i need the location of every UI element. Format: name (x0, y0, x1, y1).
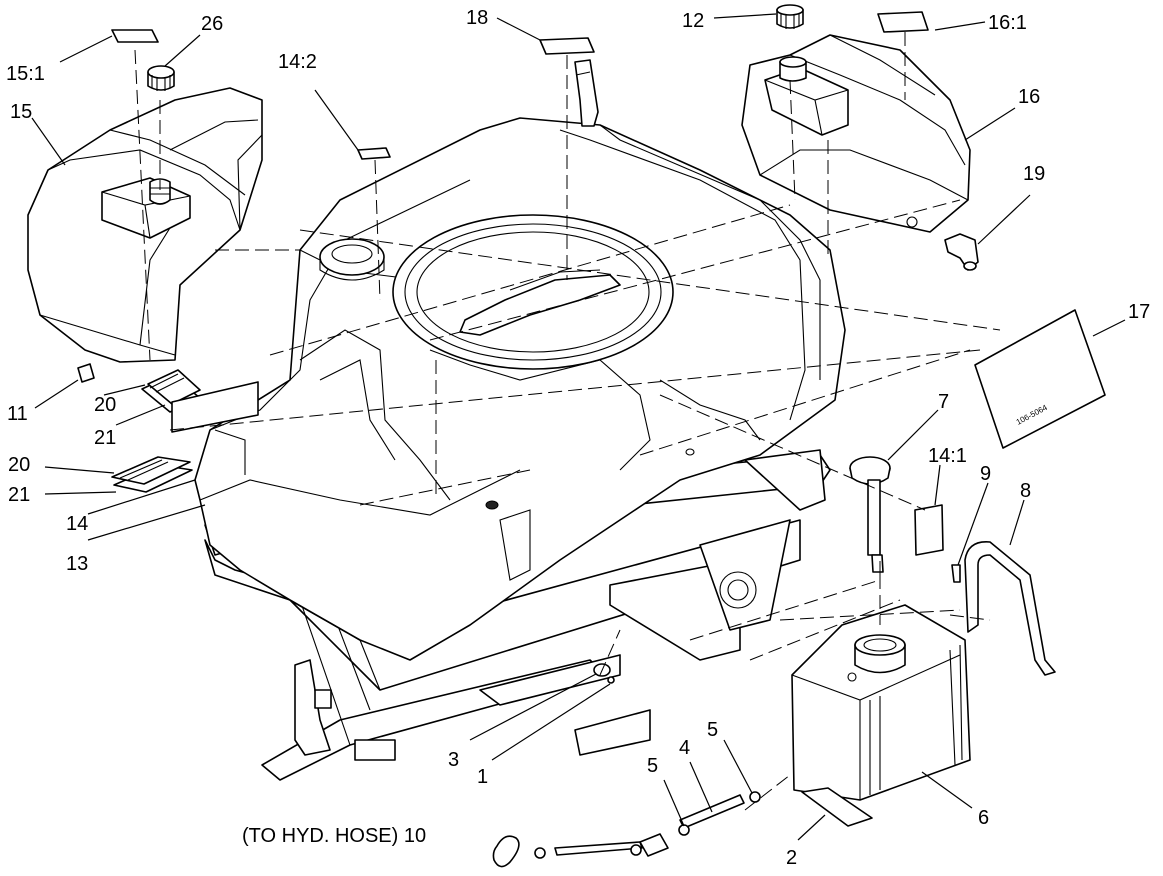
strap-8 (964, 541, 1056, 676)
callout-17: 17 (1128, 301, 1150, 323)
callout-11: 11 (7, 403, 28, 425)
callout-20-lower: 20 (8, 454, 30, 476)
leader-lines (31, 13, 1126, 841)
right-tank (741, 34, 971, 233)
callout-8: 8 (1020, 480, 1031, 502)
decal-14-1 (914, 504, 944, 556)
hydraulic-tank (791, 604, 971, 801)
dipstick-7 (849, 456, 891, 573)
hidden-lines (134, 32, 1001, 811)
pad-20-21-lower (111, 456, 193, 493)
pad-2 (801, 787, 873, 827)
callout-15: 15 (10, 101, 32, 123)
callout-19: 19 (1023, 163, 1045, 185)
callout-16: 16 (1018, 86, 1040, 108)
callout-7: 7 (938, 391, 949, 413)
callout-1: 1 (477, 766, 488, 788)
decal-14-2 (357, 147, 391, 160)
gasket-14 (171, 381, 259, 433)
callout-13: 13 (66, 553, 88, 575)
vent-tube (574, 59, 599, 127)
callout-6: 6 (978, 807, 989, 829)
decal-15-1 (111, 29, 159, 43)
callout-3: 3 (448, 749, 459, 771)
callout-4: 4 (679, 737, 690, 759)
left-tank (27, 87, 263, 363)
callout-9: 9 (980, 463, 991, 485)
callout-5-right: 5 (707, 719, 718, 741)
cap-26 (147, 65, 175, 91)
callout-18: 18 (466, 7, 488, 29)
callout-20-upper: 20 (94, 394, 116, 416)
callout-14-1: 14:1 (928, 445, 967, 467)
callout-14: 14 (66, 513, 88, 535)
callout-12: 12 (682, 10, 704, 32)
decal-16-1 (877, 11, 929, 33)
callout-10: (TO HYD. HOSE) 10 (242, 825, 426, 847)
decal-18 (539, 37, 595, 55)
cap-12 (776, 4, 804, 29)
bolt-9 (951, 564, 961, 583)
callout-labels: 15:1 26 15 14:2 18 12 16:1 16 19 17 11 2… (6, 7, 1150, 869)
callout-21-upper: 21 (94, 427, 116, 449)
fitting-11 (77, 363, 95, 383)
callout-2: 2 (786, 847, 797, 869)
callout-5-left: 5 (647, 755, 658, 777)
elbow-fitting-19 (944, 233, 979, 271)
callout-14-2: 14:2 (278, 51, 317, 73)
clamp-10 (492, 835, 520, 868)
callout-26: 26 (201, 13, 223, 35)
decal-17: 106-5064 (974, 309, 1106, 449)
callout-15-1: 15:1 (6, 63, 45, 85)
hose-assembly (492, 791, 761, 868)
callout-21-lower: 21 (8, 484, 30, 506)
callout-16-1: 16:1 (988, 12, 1027, 34)
